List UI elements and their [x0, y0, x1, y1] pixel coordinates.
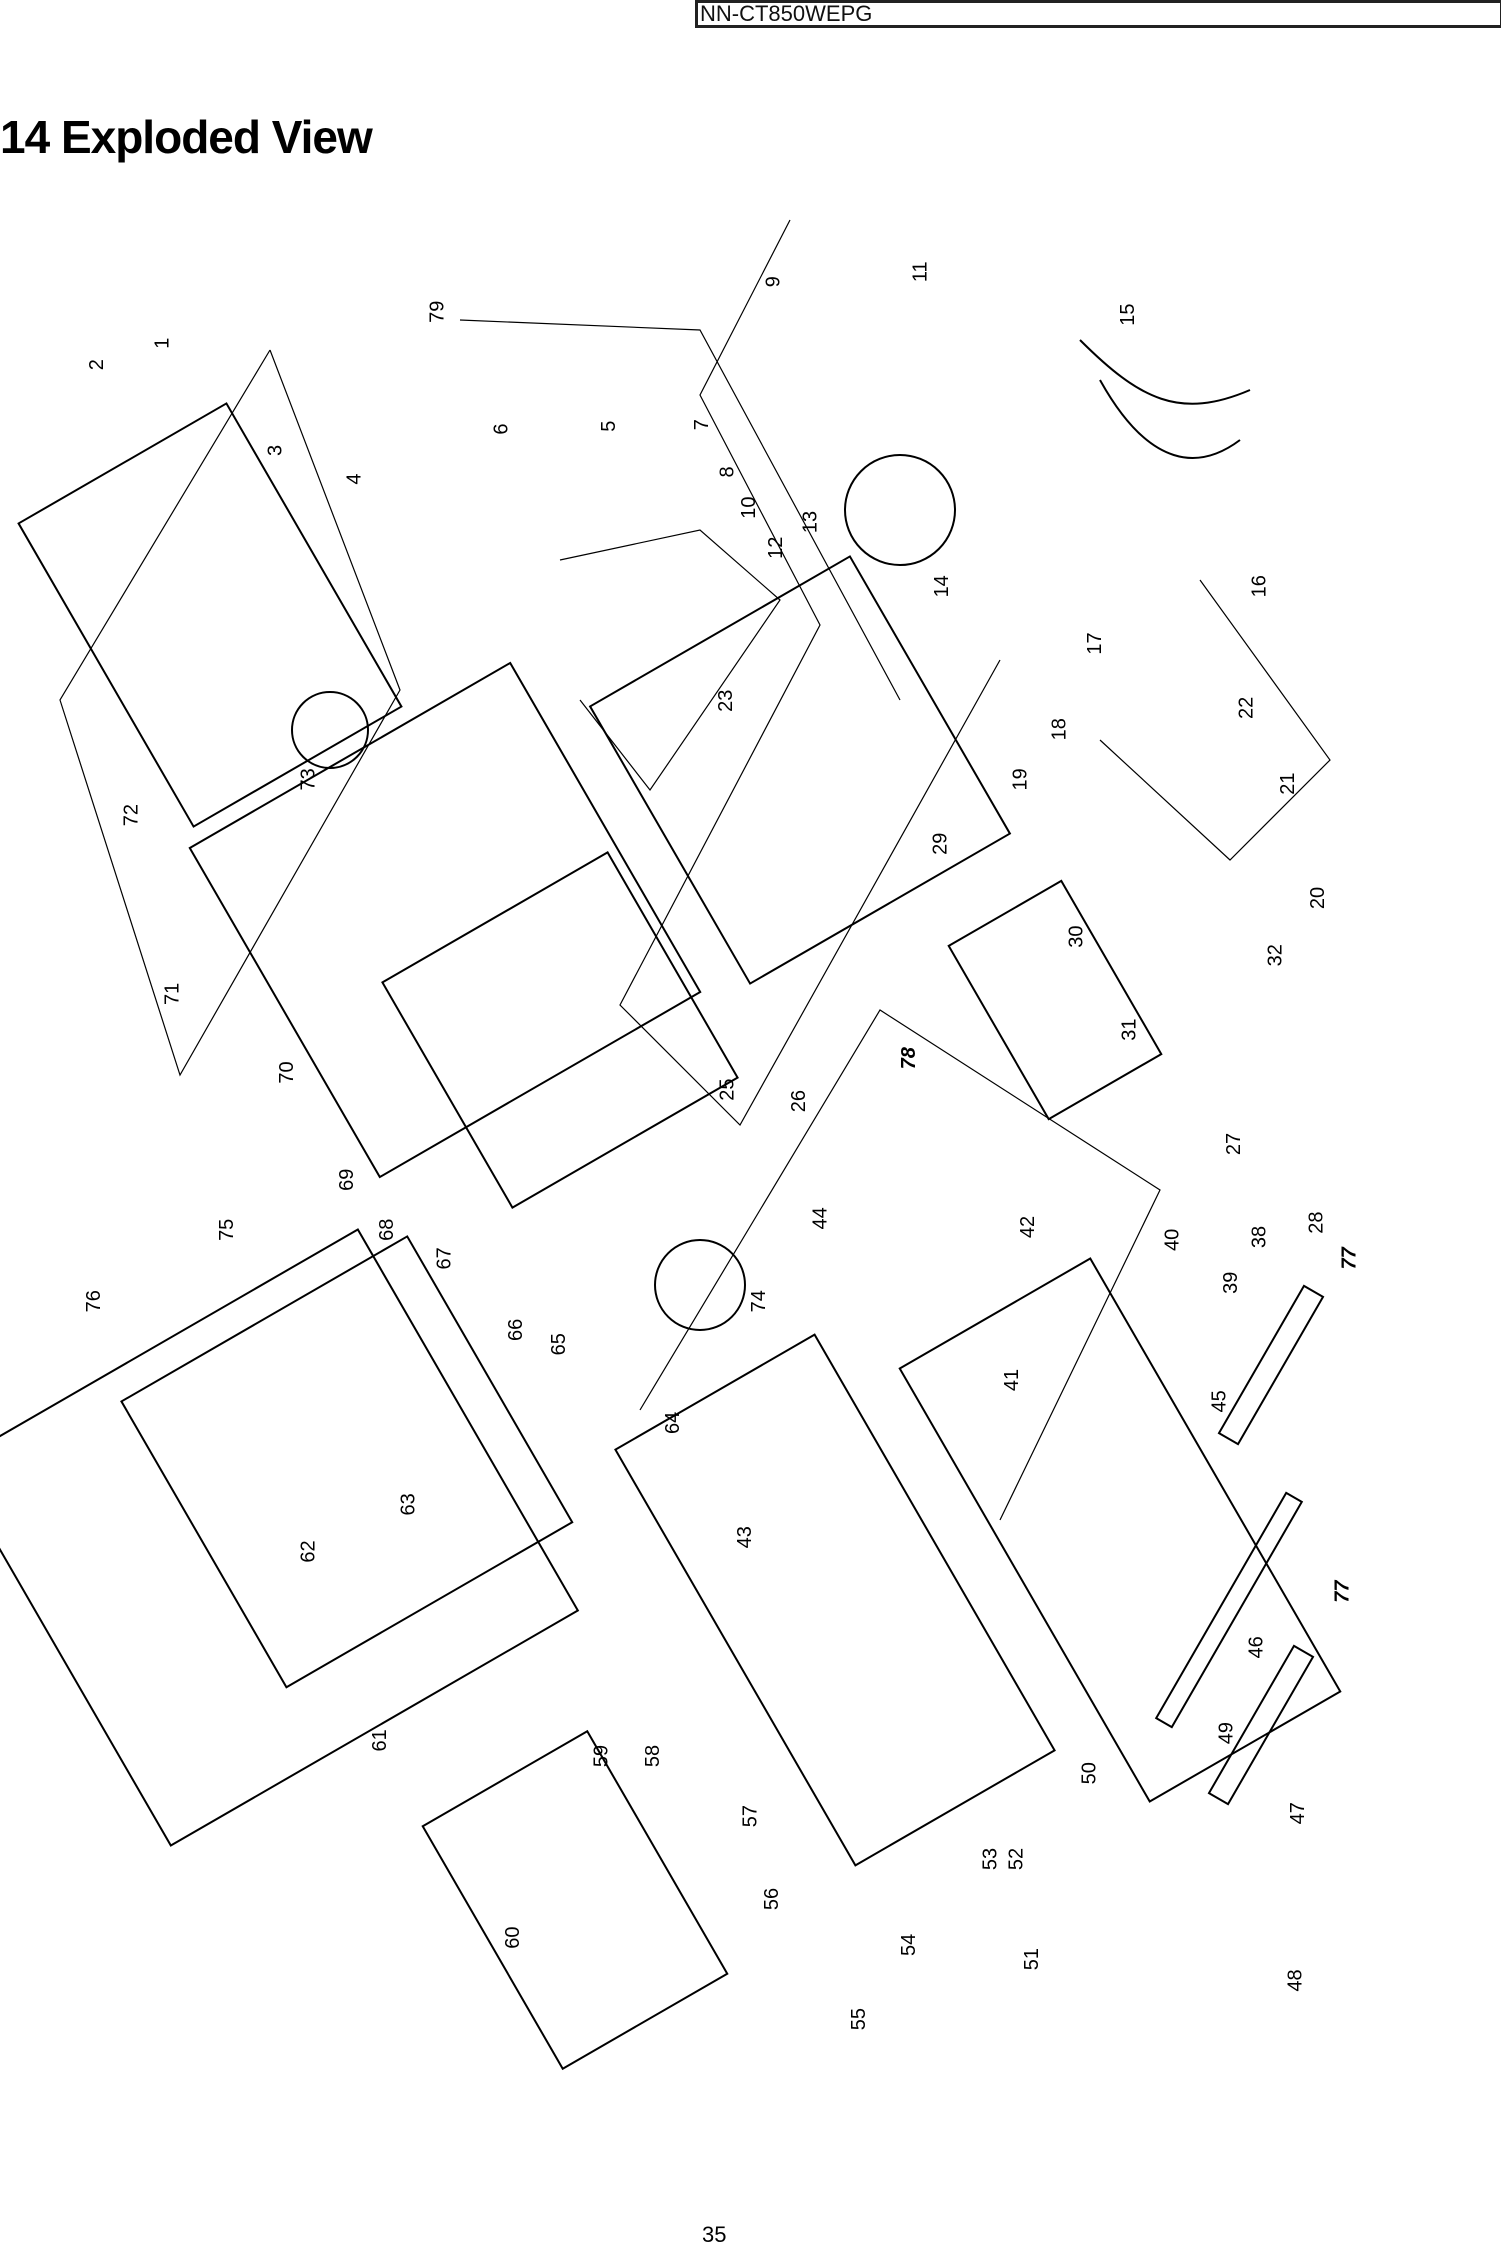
part-label-58: 58: [642, 1745, 664, 1767]
part-label-60: 60: [502, 1927, 524, 1949]
part-label-67: 67: [433, 1247, 455, 1269]
part-label-79: 79: [426, 301, 448, 323]
part-label-38: 38: [1249, 1226, 1271, 1248]
part-label-59: 59: [591, 1745, 613, 1767]
part-label-17: 17: [1084, 632, 1106, 654]
fan-73: [291, 691, 369, 769]
part-label-20: 20: [1307, 887, 1329, 909]
part-label-68: 68: [376, 1219, 398, 1241]
part-label-72: 72: [120, 804, 142, 826]
part-label-45: 45: [1209, 1390, 1231, 1412]
fan-74: [654, 1239, 746, 1331]
part-label-73: 73: [298, 768, 320, 790]
cover-3: [17, 402, 403, 828]
heater-77a: [1217, 1284, 1325, 1446]
part-label-39: 39: [1220, 1272, 1242, 1294]
part-label-2: 2: [86, 359, 108, 370]
page-title: 14 Exploded View: [0, 111, 373, 163]
part-label-44: 44: [810, 1207, 832, 1229]
part-outlines: [0, 339, 1342, 2071]
part-label-13: 13: [800, 511, 822, 533]
door-60: [421, 1729, 729, 2071]
pcb-30: [947, 879, 1163, 1121]
part-label-6: 6: [491, 423, 513, 434]
part-label-32: 32: [1264, 944, 1286, 966]
part-label-18: 18: [1048, 718, 1070, 740]
part-label-14: 14: [931, 575, 953, 597]
part-label-50: 50: [1078, 1762, 1100, 1784]
part-label-78: 78: [898, 1046, 920, 1069]
part-label-74: 74: [748, 1290, 770, 1312]
part-label-54: 54: [898, 1934, 920, 1956]
part-label-70: 70: [276, 1061, 298, 1083]
part-label-46: 46: [1246, 1636, 1268, 1658]
part-label-5: 5: [598, 421, 620, 432]
panel-69: [381, 851, 739, 1209]
part-label-71: 71: [162, 983, 184, 1005]
part-label-57: 57: [739, 1805, 761, 1827]
part-label-15: 15: [1117, 303, 1139, 325]
part-label-27: 27: [1223, 1133, 1245, 1155]
part-label-1: 1: [152, 338, 174, 349]
part-label-41: 41: [1001, 1369, 1023, 1391]
part-label-7: 7: [691, 419, 713, 430]
part-label-64: 64: [662, 1412, 684, 1434]
part-label-22: 22: [1236, 697, 1258, 719]
part-label-53: 53: [980, 1848, 1002, 1870]
part-label-65: 65: [548, 1333, 570, 1355]
duct-12: [588, 555, 1012, 985]
part-label-48: 48: [1284, 1969, 1306, 1991]
heater-77b: [1207, 1644, 1315, 1806]
part-label-77: 77: [1331, 1580, 1353, 1603]
part-label-23: 23: [715, 690, 737, 712]
part-label-77: 77: [1339, 1246, 1361, 1269]
part-label-51: 51: [1021, 1948, 1043, 1970]
part-label-61: 61: [369, 1729, 391, 1751]
rail-46: [1154, 1491, 1304, 1729]
top-cover: [0, 1228, 580, 1847]
part-label-69: 69: [336, 1169, 358, 1191]
part-label-31: 31: [1118, 1018, 1140, 1040]
part-label-43: 43: [734, 1526, 756, 1548]
base-plate: [898, 1257, 1342, 1803]
part-label-3: 3: [265, 445, 287, 456]
grouping-lines: [59, 219, 1331, 1521]
fan-14: [844, 454, 956, 566]
part-label-29: 29: [930, 833, 952, 855]
part-label-26: 26: [788, 1090, 810, 1112]
part-label-49: 49: [1216, 1722, 1238, 1744]
part-label-52: 52: [1005, 1848, 1027, 1870]
cabinet-body: [120, 1235, 574, 1689]
part-label-28: 28: [1306, 1212, 1328, 1234]
part-label-25: 25: [717, 1079, 739, 1101]
part-label-63: 63: [398, 1493, 420, 1515]
part-label-16: 16: [1249, 575, 1271, 597]
part-label-30: 30: [1066, 926, 1088, 948]
part-label-76: 76: [83, 1290, 105, 1312]
part-label-12: 12: [765, 537, 787, 559]
front-frame: [614, 1333, 1056, 1867]
part-label-21: 21: [1277, 773, 1299, 795]
part-label-9: 9: [762, 276, 784, 287]
part-label-75: 75: [216, 1219, 238, 1241]
part-label-56: 56: [761, 1888, 783, 1910]
harness-15: [1079, 339, 1251, 459]
part-label-40: 40: [1161, 1229, 1183, 1251]
part-label-10: 10: [738, 497, 760, 519]
part-label-19: 19: [1010, 768, 1032, 790]
part-label-47: 47: [1287, 1802, 1309, 1824]
page-number: 35: [702, 2222, 727, 2247]
part-label-66: 66: [505, 1319, 527, 1341]
part-label-11: 11: [910, 261, 932, 282]
part-label-42: 42: [1017, 1216, 1039, 1238]
part-label-55: 55: [848, 2008, 870, 2030]
part-label-4: 4: [343, 473, 365, 484]
part-label-62: 62: [298, 1540, 320, 1562]
part-label-8: 8: [717, 466, 739, 477]
back-panel: [188, 661, 702, 1179]
